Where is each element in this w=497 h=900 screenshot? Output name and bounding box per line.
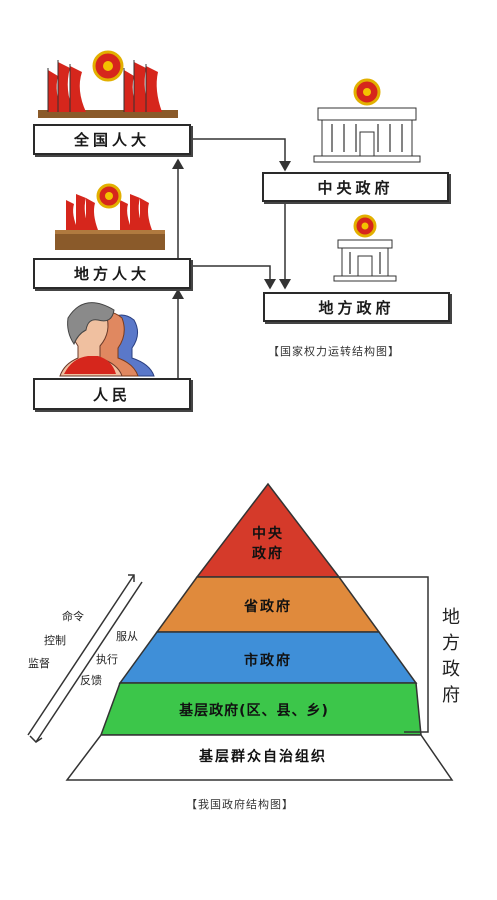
power-structure-caption: 【国家权力运转结构图】 — [268, 345, 400, 358]
local-pc-flags-emblem-icon — [55, 183, 165, 250]
tier-city-gov: 市政府 — [244, 653, 292, 669]
power-flow-arrows — [172, 138, 291, 380]
local-gov-building-icon — [333, 214, 397, 282]
local-pc-box: 地方人大 — [33, 258, 191, 289]
central-gov-building-icon — [313, 78, 421, 163]
label-supervise: 监督 — [28, 657, 50, 670]
central-gov-box: 中央政府 — [262, 172, 449, 202]
people-box: 人民 — [33, 378, 191, 410]
central-gov-label: 中央政府 — [317, 178, 394, 197]
label-feedback: 反馈 — [80, 674, 102, 687]
brace-label-local-gov: 地方政府 — [442, 607, 460, 706]
tier-grassroots-gov: 基层政府(区、县、乡) — [179, 703, 329, 719]
gov-structure-caption: 【我国政府结构图】 — [186, 798, 294, 811]
local-gov-box: 地方政府 — [263, 292, 450, 322]
people-icon — [59, 302, 155, 377]
label-execute: 执行 — [96, 653, 118, 666]
npc-label: 全国人大 — [73, 131, 150, 149]
local-pc-label: 地方人大 — [73, 265, 150, 283]
tier-central-gov: 中央 政府 — [252, 526, 284, 562]
label-control: 控制 — [44, 634, 66, 647]
local-gov-label: 地方政府 — [318, 298, 395, 317]
tier-province-gov: 省政府 — [244, 599, 292, 615]
people-label: 人民 — [92, 385, 131, 404]
tier-self-gov-org: 基层群众自治组织 — [199, 749, 327, 765]
npc-flags-emblem-icon — [38, 50, 178, 118]
npc-box: 全国人大 — [33, 124, 191, 155]
label-obey: 服从 — [116, 630, 138, 643]
label-command: 命令 — [62, 610, 84, 623]
